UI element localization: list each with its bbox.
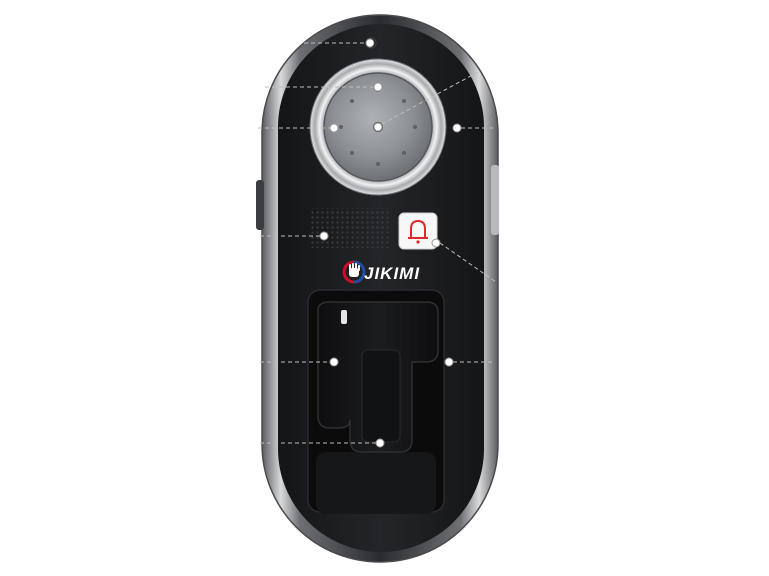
handle-indicator-light — [341, 310, 347, 324]
side-button-right — [491, 165, 499, 235]
callout-dot-base — [375, 438, 385, 448]
speaker-grille — [310, 208, 390, 248]
callout-dot-lens — [373, 122, 383, 132]
callout-dot-call-button — [431, 238, 441, 248]
callout-dots — [319, 38, 462, 448]
call-button[interactable] — [398, 212, 438, 250]
callout-dot-ir-led — [373, 82, 383, 92]
logo-ring-right — [353, 260, 366, 284]
brand-logo: JIKIMI — [342, 260, 420, 284]
callout-lines — [258, 42, 497, 444]
callout-dot-sensor — [365, 38, 375, 48]
handle-grip-slot — [361, 349, 401, 443]
callout-dot-handle-left — [329, 357, 339, 367]
hand-palm-icon — [349, 263, 360, 277]
brand-name: JIKIMI — [364, 264, 420, 283]
callout-dot-speaker — [319, 231, 329, 241]
bell-icon — [408, 220, 428, 244]
callout-dot-ring-right — [452, 123, 462, 133]
callout-dot-ring-left — [329, 123, 339, 133]
cradle-base — [316, 452, 436, 514]
logo-ring-left — [342, 260, 355, 284]
callout-dot-handle-right — [444, 357, 454, 367]
side-button-left — [256, 180, 264, 230]
